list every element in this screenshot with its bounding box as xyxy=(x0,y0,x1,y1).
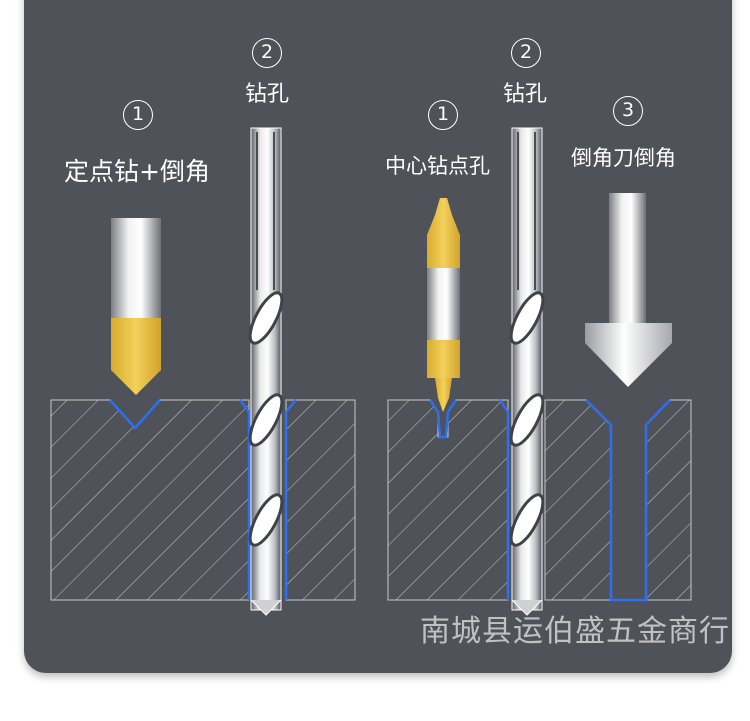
left-step1-number: 1 xyxy=(123,100,153,130)
center-drill-tool xyxy=(427,198,460,412)
right-step1-number: 1 xyxy=(428,100,458,130)
right-step2-number: 2 xyxy=(511,38,541,68)
right-step3-label: 倒角刀倒角 xyxy=(571,146,676,170)
spot-drill-tool xyxy=(111,218,161,395)
right-step3-number: 3 xyxy=(613,96,643,126)
left-step2-number: 2 xyxy=(252,38,282,68)
left-twist-drill xyxy=(248,127,284,616)
left-step2-label: 钻孔 xyxy=(245,82,290,107)
right-step2-label: 钻孔 xyxy=(503,82,548,107)
chamfer-cutter-tool xyxy=(585,193,672,387)
right-workpiece xyxy=(387,399,692,602)
right-step1-label: 中心钻点孔 xyxy=(385,154,490,178)
left-workpiece xyxy=(50,399,356,601)
shop-watermark: 南城县运伯盛五金商行 xyxy=(420,614,730,649)
right-twist-drill xyxy=(509,127,545,616)
left-step1-label: 定点钻+倒角 xyxy=(64,157,210,186)
